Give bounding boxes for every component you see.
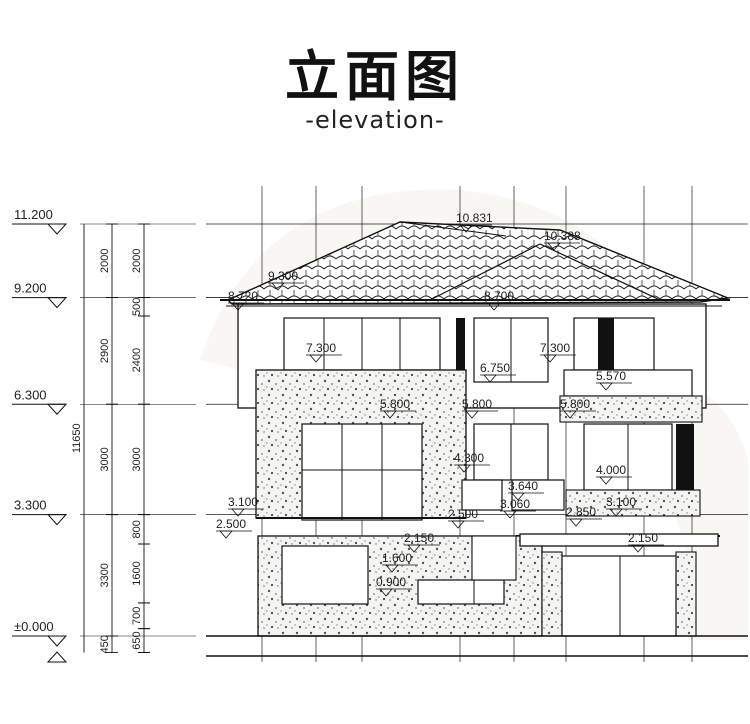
annotation-triangle: [543, 354, 557, 363]
annotation-triangle: [547, 242, 561, 251]
dark-panel-3f-right: [598, 318, 614, 370]
level-triangle: [46, 635, 68, 647]
annotation-triangle: [563, 410, 577, 419]
dimension-label: 3000: [131, 447, 143, 471]
garage-pillar-right: [675, 551, 697, 637]
level-markers: 11.200 9.200 6.300 3.300 ±0.000: [12, 207, 68, 663]
dimension-label: 2000: [99, 249, 111, 273]
annotation-triangle: [609, 508, 623, 517]
annotation-triangle: [309, 354, 323, 363]
dimension-label: 800: [131, 520, 143, 538]
elevation-annotation: 7.300: [306, 341, 336, 355]
level-label: 11.200: [14, 207, 53, 222]
level-triangle: [46, 514, 68, 526]
page-subtitle: -elevation-: [305, 106, 445, 134]
elevation-annotation: 3.100: [606, 495, 636, 509]
tower-window: [301, 423, 423, 521]
level-label: ±0.000: [14, 619, 54, 634]
annotation-triangle: [231, 302, 245, 311]
elevation-annotation: 8.720: [228, 289, 258, 303]
dimension-label: 2900: [99, 339, 111, 363]
elevation-annotation: 5.800: [380, 397, 410, 411]
annotation-triangle: [459, 224, 473, 233]
elevation-annotation: 7.300: [540, 341, 570, 355]
level-triangle: [46, 297, 68, 309]
annotation-triangle: [271, 282, 285, 291]
elevation-annotation: 2.150: [628, 531, 658, 545]
elevation-annotation: 3.640: [508, 479, 538, 493]
ground-window-right: [417, 579, 505, 605]
annotation-triangle: [483, 374, 497, 383]
annotation-triangle: [379, 588, 393, 597]
entry-door: [471, 535, 517, 581]
dimension-label: 3000: [99, 447, 111, 471]
elevation-annotation: 4.000: [596, 463, 626, 477]
page-title: 立面图: [285, 45, 465, 108]
elevation-annotation: 9.300: [268, 269, 298, 283]
elevation-annotation: 2.500: [216, 517, 246, 531]
dimension-label: 700: [131, 607, 143, 625]
elevation-annotation: 1.600: [382, 551, 412, 565]
annotation-triangle: [457, 464, 471, 473]
annotation-triangle: [383, 410, 397, 419]
elevation-annotation: 2.500: [448, 507, 478, 521]
annotation-triangle: [599, 382, 613, 391]
garage-canopy: [519, 533, 719, 547]
elevation-annotation: 5.800: [560, 397, 590, 411]
annotation-triangle: [487, 302, 501, 311]
annotation-triangle: [231, 508, 245, 517]
elevation-annotation: 5.570: [596, 369, 626, 383]
dimension-label: 3300: [99, 563, 111, 587]
dimension-label: 500: [131, 298, 143, 316]
annotation-triangle: [407, 544, 421, 553]
roof-ridge-line: [399, 221, 507, 237]
annotation-triangle: [219, 530, 233, 539]
level-label: 3.300: [14, 498, 47, 513]
dimension-label: 650: [131, 631, 143, 649]
dimension-label: 2400: [131, 348, 143, 372]
level-label: 9.200: [14, 281, 47, 296]
ground-window-left: [281, 545, 369, 605]
elevation-annotation: 3.060: [500, 497, 530, 511]
dimension-label: 450: [99, 635, 111, 653]
elevation-annotations: 10.831 10.388 9.300 8.720 8.700 7.300 7.300 6.7…: [216, 211, 664, 597]
level-triangle: [46, 403, 68, 415]
elevation-annotation: 2.850: [566, 505, 596, 519]
elevation-annotation: 3.100: [228, 495, 258, 509]
level-label: 6.300: [14, 387, 47, 402]
elevation-annotation: 5.800: [462, 397, 492, 411]
annotation-triangle: [385, 564, 399, 573]
grade-triangle: [46, 651, 68, 663]
garage-door: [561, 555, 677, 637]
dimension-label: 2000: [131, 249, 143, 273]
annotation-triangle: [631, 544, 645, 553]
annotation-triangle: [465, 410, 479, 419]
annotation-triangle: [451, 520, 465, 529]
elevation-annotation: 10.388: [544, 229, 581, 243]
garage-pillar-left: [541, 551, 563, 637]
elevation-annotation: 6.750: [480, 361, 510, 375]
stone-band-right: [559, 395, 703, 423]
dimension-label: 1600: [131, 561, 143, 585]
elevation-annotation: 4.300: [454, 451, 484, 465]
annotation-triangle: [503, 510, 517, 519]
total-dimension-label: 11650: [71, 423, 83, 453]
elevation-annotation: 2.150: [404, 531, 434, 545]
annotation-triangle: [599, 476, 613, 485]
dimension-chains: 2000 2900 3000 3300 450 2000 500 2400 3000 800 160…: [71, 223, 196, 653]
dark-panel-3f: [456, 318, 465, 370]
elevation-annotation: 0.900: [376, 575, 406, 589]
stone-band-lower: [565, 489, 701, 517]
elevation-annotation: 10.831: [456, 211, 493, 225]
dark-panel-2f-right: [676, 424, 694, 490]
balcony-box-left: [461, 479, 503, 511]
balcony-box-right: [511, 479, 565, 511]
level-triangle: [46, 223, 68, 235]
elevation-annotation: 8.700: [484, 289, 514, 303]
annotation-triangle: [569, 518, 583, 527]
building-elevation: [206, 221, 748, 657]
annotation-triangle: [511, 492, 525, 501]
